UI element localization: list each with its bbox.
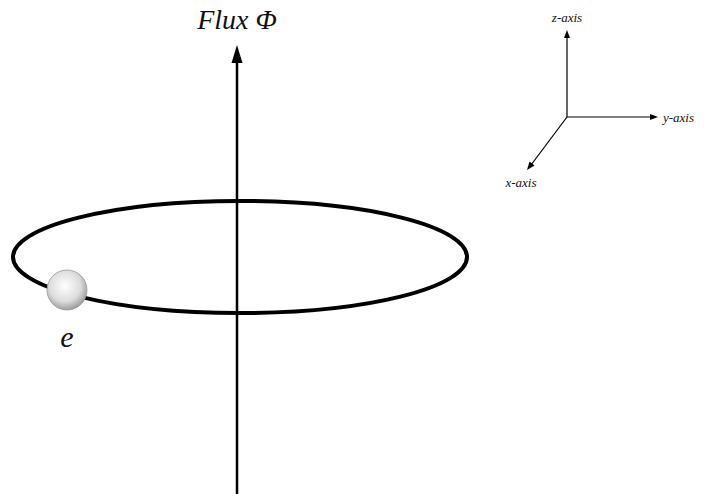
- axis-label: x-axis: [505, 176, 536, 189]
- orbit-ring: [13, 201, 467, 313]
- coordinate-axes: [531, 36, 652, 165]
- axis-label: y-axis: [663, 111, 694, 124]
- axis-label: z-axis: [552, 11, 582, 24]
- axis-arrowheads: [527, 30, 658, 170]
- flux-label: Flux Φ: [197, 6, 277, 34]
- flux-axis: [236, 62, 239, 494]
- electron-label: e: [60, 322, 73, 352]
- flux-arrowhead: [232, 45, 243, 63]
- electron-sphere: [47, 270, 87, 310]
